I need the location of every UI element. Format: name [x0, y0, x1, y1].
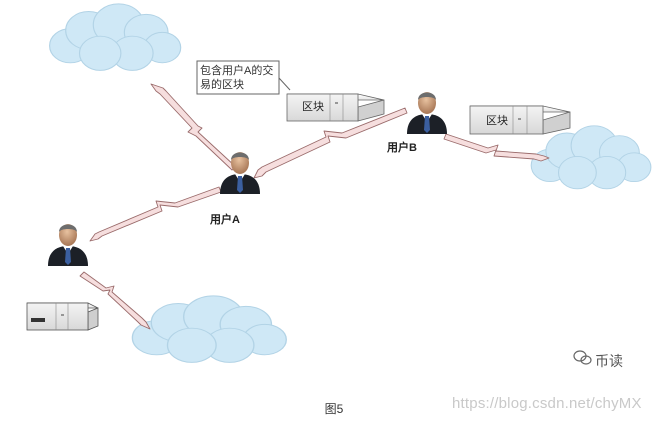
- watermark-url: https://blog.csdn.net/chyMX: [452, 395, 642, 412]
- link-userb-to-cloud-right: [443, 133, 550, 162]
- link-usera-to-cloud-topleft: [150, 83, 237, 171]
- block-device-2: [469, 105, 571, 135]
- callout-text: 包含用户A的交易的区块: [200, 65, 274, 91]
- link-usera-to-userleft: [89, 186, 222, 242]
- block-1-label: 区块: [302, 100, 324, 113]
- cloud-bottom: [131, 295, 287, 364]
- user-a-avatar: [220, 152, 260, 194]
- link-userb-to-usera: [253, 107, 408, 179]
- cloud-right: [530, 125, 652, 190]
- watermark-brand: 币读: [595, 353, 623, 369]
- wechat-icon: [573, 350, 592, 365]
- cloud-top-left: [49, 3, 182, 71]
- block-device-3: [26, 302, 99, 331]
- block-device-1: [286, 93, 385, 122]
- user-a-label: 用户A: [210, 214, 240, 226]
- user-b-label: 用户B: [387, 142, 417, 154]
- user-b-avatar: [407, 92, 447, 134]
- user-left-avatar: [48, 224, 88, 266]
- figure-caption: 图5: [324, 402, 344, 416]
- block-2-label: 区块: [486, 114, 508, 127]
- callout-box: [196, 60, 291, 95]
- link-userleft-to-cloud-bottom: [79, 271, 151, 330]
